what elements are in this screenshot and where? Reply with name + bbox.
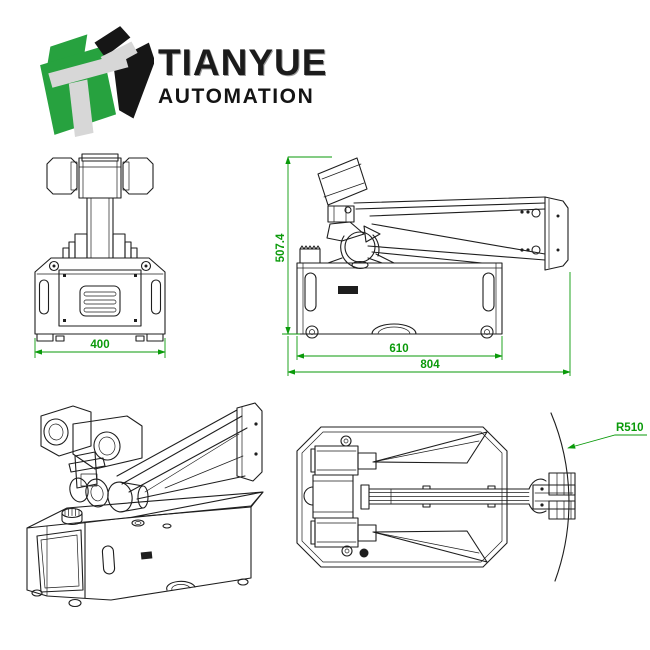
dimension-width-label: 400 <box>90 339 109 351</box>
top-view-drawing: R510 <box>296 412 647 582</box>
dimension-radius-label: R510 <box>616 422 644 434</box>
isometric-view-drawing <box>26 402 264 608</box>
side-dimension-507: 507.4 <box>275 156 332 335</box>
top-dimension-r510: R510 <box>567 422 647 449</box>
brand-subtitle: AUTOMATION <box>158 85 315 108</box>
dimension-overall-width-label: 804 <box>420 359 440 371</box>
dimension-base-width-label: 610 <box>389 343 408 355</box>
iso-base-fittings <box>61 507 172 529</box>
front-base <box>34 257 166 342</box>
iso-joint-cylinders <box>69 473 149 513</box>
front-column <box>62 197 138 259</box>
top-flags <box>372 431 488 563</box>
side-base <box>296 262 503 339</box>
front-head-assembly <box>46 153 154 199</box>
iso-camera-head <box>40 405 143 489</box>
side-dimension-610: 610 <box>296 336 503 360</box>
tianyue-logo-icon <box>40 26 154 137</box>
top-radius-arc <box>550 412 570 582</box>
top-arm <box>368 485 530 508</box>
iso-arm <box>116 402 263 500</box>
top-end-effector <box>528 472 576 520</box>
top-base-outline <box>296 426 508 568</box>
side-dimension-804: 804 <box>287 272 571 376</box>
side-arm <box>353 196 569 271</box>
brand-name: TIANYUE <box>158 42 328 83</box>
side-joint <box>299 221 395 270</box>
side-view-drawing: 507.4 610 804 <box>275 156 571 376</box>
brand-text: TIANYUE AUTOMATION <box>158 20 327 107</box>
top-camera-unit <box>303 435 377 558</box>
brand-logo: TIANYUE AUTOMATION <box>36 20 327 138</box>
dimension-height-label: 507.4 <box>275 233 287 262</box>
iso-base <box>26 491 264 608</box>
side-camera-head <box>317 157 368 223</box>
front-dimension-400: 400 <box>34 338 166 358</box>
front-view-drawing: 400 <box>34 153 166 358</box>
